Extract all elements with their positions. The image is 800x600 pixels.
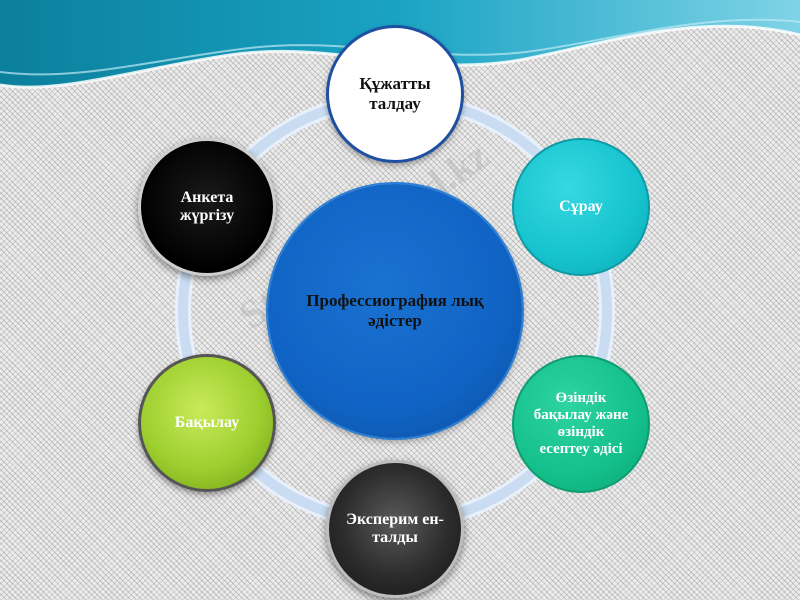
node-label: Анкета жүргізу (179, 188, 235, 224)
node-label: Өзіндік бақылау және өзіндік есептеу әді… (533, 389, 629, 458)
node-questionnaire: Анкета жүргізу (138, 138, 276, 276)
node-label: Құжатты талдау (359, 74, 431, 113)
node-label: Бақылау (174, 413, 240, 431)
node-document-analysis: Құжатты талдау (326, 25, 464, 163)
node-experiment: Эксперим ен-талды (326, 460, 464, 598)
node-label: Сұрау (559, 197, 603, 215)
node-label: Эксперим ен-талды (346, 510, 444, 546)
node-self-observation: Өзіндік бақылау және өзіндік есептеу әді… (512, 355, 650, 493)
node-survey: Сұрау (512, 138, 650, 276)
center-node-label: Профессиография лық әдістер (306, 291, 484, 330)
center-node: Профессиография лық әдістер (268, 184, 522, 438)
node-observation: Бақылау (138, 354, 276, 492)
